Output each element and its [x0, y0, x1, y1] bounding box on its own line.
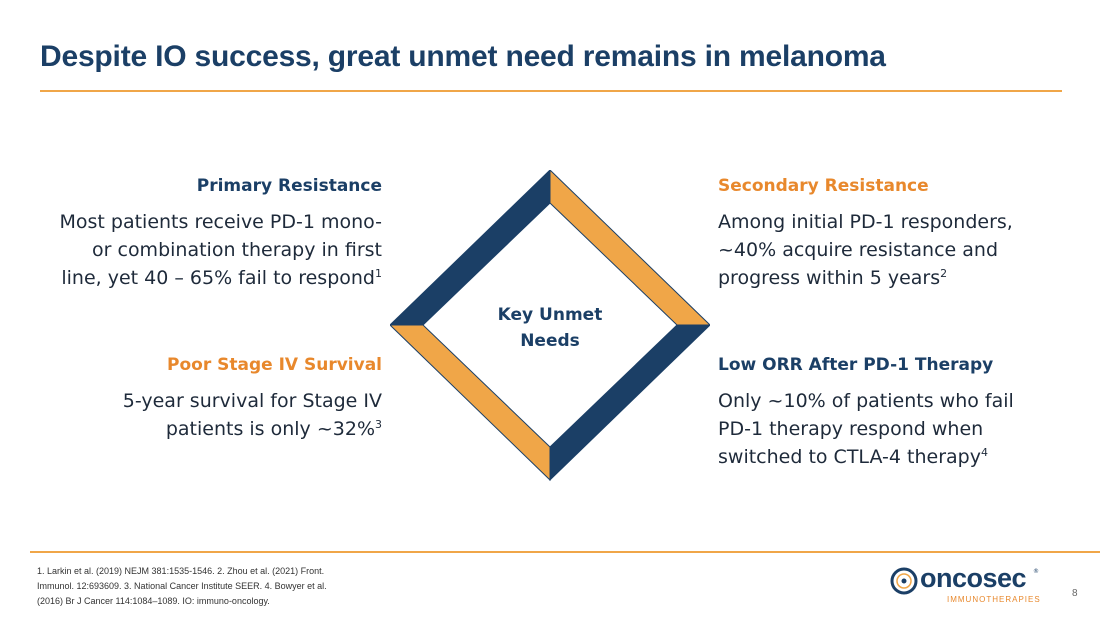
- primary-resistance-line-3-text: line, yet 40 – 65% fail to respond: [61, 267, 375, 289]
- secondary-resistance-line-2: ~40% acquire resistance and: [718, 239, 998, 261]
- secondary-resistance-text: Among initial PD-1 responders, ~40% acqu…: [718, 208, 1068, 292]
- secondary-resistance-block: Secondary Resistance Among initial PD-1 …: [718, 176, 1068, 292]
- secondary-resistance-line-1: Among initial PD-1 responders,: [718, 211, 1013, 233]
- title-divider: [40, 90, 1062, 92]
- stage-iv-survival-line-1: 5-year survival for Stage IV: [122, 390, 382, 412]
- primary-resistance-line-3: line, yet 40 – 65% fail to respond1: [20, 264, 382, 292]
- primary-resistance-line-2: or combination therapy in first: [92, 239, 382, 261]
- stage-iv-survival-text: 5-year survival for Stage IV patients is…: [20, 387, 382, 443]
- oncosec-emblem-icon: [890, 567, 918, 595]
- diamond-edge-bottom-left: [390, 324, 551, 482]
- low-orr-line-2: PD-1 therapy respond when: [718, 418, 984, 440]
- center-label-line-2: Needs: [520, 331, 580, 351]
- reference-superscript: 4: [980, 446, 988, 459]
- oncosec-wordmark: oncosec: [920, 563, 1027, 593]
- low-orr-text: Only ~10% of patients who fail PD-1 ther…: [718, 387, 1068, 471]
- primary-resistance-line-1: Most patients receive PD-1 mono-: [59, 211, 382, 233]
- stage-iv-survival-heading: Poor Stage IV Survival: [167, 355, 382, 375]
- stage-iv-survival-line-2-text: patients is only ~32%: [165, 418, 375, 440]
- reference-superscript: 2: [940, 267, 948, 280]
- center-label-line-1: Key Unmet: [497, 305, 603, 325]
- primary-resistance-heading: Primary Resistance: [196, 176, 382, 196]
- primary-resistance-block: Primary Resistance Most patients receive…: [20, 176, 382, 292]
- key-unmet-needs-label: Key Unmet Needs: [470, 302, 630, 354]
- stage-iv-survival-block: Poor Stage IV Survival 5-year survival f…: [20, 355, 382, 443]
- primary-resistance-text: Most patients receive PD-1 mono- or comb…: [20, 208, 382, 292]
- key-unmet-needs-diamond: [390, 170, 710, 482]
- page-number: 8: [1072, 588, 1078, 599]
- low-orr-heading: Low ORR After PD-1 Therapy: [718, 355, 994, 375]
- low-orr-line-3: switched to CTLA-4 therapy4: [718, 443, 1068, 471]
- footnote-line-3: (2016) Br J Cancer 114:1084–1089. IO: im…: [37, 596, 270, 606]
- reference-superscript: 3: [375, 418, 382, 431]
- footer-divider: [30, 551, 1100, 553]
- references-footnote: 1. Larkin et al. (2019) NEJM 381:1535-15…: [37, 564, 397, 609]
- trademark-symbol: ®: [1033, 568, 1039, 575]
- low-orr-block: Low ORR After PD-1 Therapy Only ~10% of …: [718, 355, 1068, 471]
- oncosec-logo: oncosec ® IMMUNOTHERAPIES: [890, 563, 1050, 605]
- footnote-line-2: Immunol. 12:693609. 3. National Cancer I…: [37, 581, 327, 591]
- low-orr-line-3-text: switched to CTLA-4 therapy: [718, 446, 981, 468]
- stage-iv-survival-line-2: patients is only ~32%3: [20, 415, 382, 443]
- reference-superscript: 1: [375, 267, 382, 280]
- secondary-resistance-line-3: progress within 5 years2: [718, 264, 1068, 292]
- slide-title: Despite IO success, great unmet need rem…: [40, 40, 886, 73]
- oncosec-subtitle: IMMUNOTHERAPIES: [947, 595, 1041, 604]
- secondary-resistance-line-3-text: progress within 5 years: [718, 267, 941, 289]
- low-orr-line-1: Only ~10% of patients who fail: [718, 390, 1014, 412]
- footnote-line-1: 1. Larkin et al. (2019) NEJM 381:1535-15…: [37, 566, 325, 576]
- secondary-resistance-heading: Secondary Resistance: [718, 176, 929, 196]
